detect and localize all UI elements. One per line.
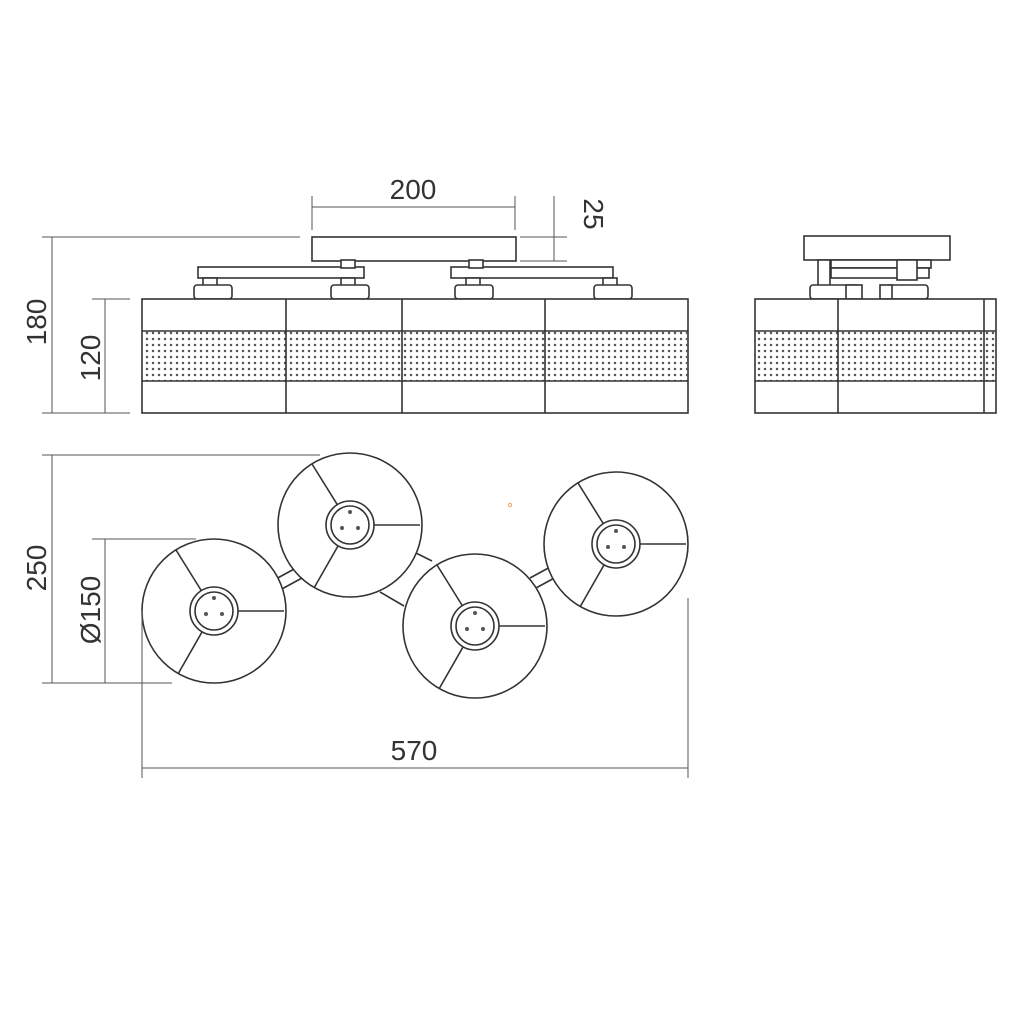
top-shade-1 <box>141 538 287 684</box>
front-canopy-plate <box>311 236 517 262</box>
front-view <box>141 236 689 414</box>
top-shade-4 <box>543 471 689 617</box>
dim-canopy-height: 25 <box>578 198 609 229</box>
dim-shade-height: 120 <box>75 335 106 382</box>
front-dimensions: 200 25 180 120 <box>21 174 609 414</box>
side-perforated-band <box>755 331 996 381</box>
side-view <box>754 235 997 414</box>
dim-top-depth: 250 <box>21 545 52 592</box>
dim-mount-width: 200 <box>390 174 437 205</box>
top-dimensions: 250 Ø150 570 <box>21 454 689 778</box>
top-shade-3 <box>402 553 548 699</box>
dim-total-height: 180 <box>21 299 52 346</box>
stray-mark <box>507 502 513 508</box>
dim-shade-diameter: Ø150 <box>75 576 106 645</box>
front-sockets <box>193 277 633 300</box>
dim-total-length: 570 <box>391 735 438 766</box>
top-view <box>141 452 689 699</box>
top-shade-2 <box>277 452 423 598</box>
front-right-arm <box>450 266 614 279</box>
front-perforated-band <box>142 331 688 381</box>
side-canopy-plate <box>803 235 951 261</box>
front-left-arm <box>197 266 365 279</box>
